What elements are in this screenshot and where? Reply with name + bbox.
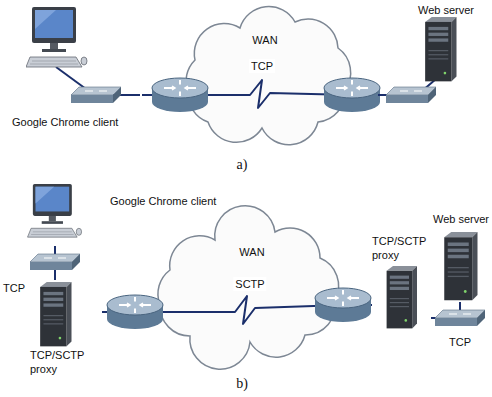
switch-icon <box>30 254 80 270</box>
protocol-label: TCP <box>1 281 27 295</box>
device-icon <box>433 226 489 302</box>
network-device: TCP/SCTP proxy <box>372 234 431 332</box>
device-label: Web server <box>378 3 488 17</box>
server-icon <box>425 17 456 81</box>
device-icon <box>25 184 225 246</box>
device-label: Google Chrome client <box>8 115 142 129</box>
network-name: WAN <box>239 245 264 259</box>
server-icon <box>387 266 417 328</box>
router-icon <box>324 78 380 112</box>
device-label: TCP/SCTP proxy <box>372 234 431 262</box>
device-label: Google Chrome client <box>110 194 216 208</box>
wan-cloud <box>186 7 351 145</box>
network-device: Google Chrome client <box>8 5 142 129</box>
device-icon <box>378 17 486 107</box>
protocol-label: TCP <box>447 335 473 349</box>
wan-cloud <box>158 206 339 369</box>
device-icon <box>28 280 100 348</box>
server-icon <box>40 282 71 346</box>
network-device: TCP/SCTP proxy <box>28 280 102 376</box>
switch-icon <box>386 87 436 103</box>
router-icon <box>107 295 163 329</box>
switch-icon <box>435 310 485 326</box>
network-device: Google Chrome client <box>25 184 225 246</box>
network-device: Web server <box>378 3 488 107</box>
switch-icon <box>71 87 121 103</box>
computer-icon <box>26 7 87 67</box>
panel-caption: b) <box>236 376 248 392</box>
device-label: TCP/SCTP proxy <box>28 348 102 376</box>
network-device: Web server <box>433 212 491 302</box>
network-name: WAN <box>252 33 277 47</box>
link-line <box>56 67 86 89</box>
device-label: Web server <box>433 212 491 226</box>
device-icon <box>372 262 429 332</box>
protocol-label: TCP <box>249 59 275 73</box>
protocol-label: SCTP <box>233 277 266 291</box>
computer-icon <box>28 184 82 237</box>
device-icon <box>8 5 140 115</box>
router-icon <box>152 78 208 112</box>
server-icon <box>444 232 477 300</box>
router-icon <box>315 288 371 322</box>
panel-caption: a) <box>237 157 248 173</box>
